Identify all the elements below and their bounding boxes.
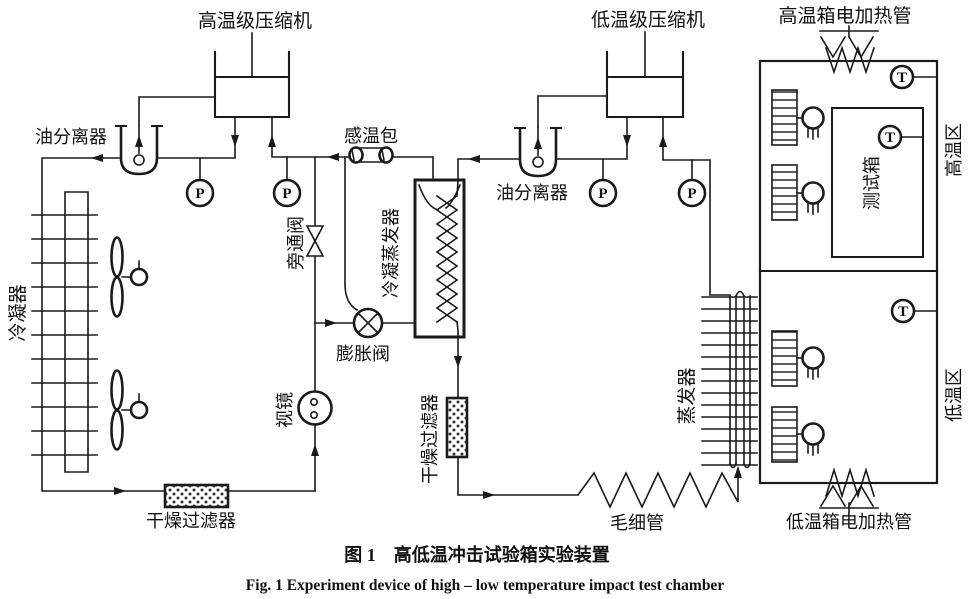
expansion-valve-symbol (352, 307, 384, 339)
flow-arrow (483, 491, 495, 499)
pipe-gauge-stems-ht (199, 156, 288, 181)
temp-sensor-1: T (889, 64, 938, 90)
evaporator-coil (701, 290, 758, 469)
flow-arrow (734, 466, 742, 478)
pipes-high-temp-circuit (41, 32, 434, 492)
flow-arrows (91, 135, 742, 499)
chamber-box (758, 59, 939, 485)
blower-icon (771, 330, 825, 387)
label-sensing-bulb: 感温包 (344, 126, 398, 146)
drying-filter-low-symbol (445, 396, 469, 459)
oil-separator-right-symbol (513, 126, 563, 178)
flow-arrow (135, 135, 143, 147)
pressure-gauge-letter: P (687, 186, 696, 202)
label-test-chamber: 测试箱 (862, 156, 882, 210)
oil-separator-left-symbol (114, 124, 164, 176)
pipe-ht-condenser-loop (41, 157, 166, 492)
label-evaporator: 蒸发器 (676, 367, 698, 424)
temp-sensor-letter: T (898, 304, 908, 320)
label-drying-filter-main: 干燥过滤器 (146, 511, 236, 531)
condenser-fan-icon (110, 236, 149, 318)
pipe-capillary-run (457, 456, 739, 509)
label-drying-filter-low: 干燥过滤器 (420, 394, 440, 484)
pressure-gauge-letter: P (282, 186, 291, 202)
label-cascade-evaporator: 冷凝蒸发器 (381, 208, 401, 298)
pressure-gauge-4: P (677, 178, 707, 208)
label-bypass-valve: 旁通阀 (286, 216, 306, 270)
label-low-temp-zone: 低温区 (944, 368, 964, 422)
temp-sensor-letter: T (885, 130, 895, 146)
label-condenser: 冷凝器 (7, 284, 29, 341)
flow-arrow (454, 356, 462, 368)
pipes-low-temp-circuit (457, 31, 739, 509)
ht-compressor (213, 50, 291, 119)
pressure-gauge-letter: P (195, 186, 204, 202)
temp-sensor-letter: T (897, 70, 907, 86)
pipe-ht-discharge-stub (156, 116, 236, 159)
temp-sensor-2: T (877, 124, 924, 150)
blower-icon (771, 406, 825, 463)
pressure-gauge-2: P (272, 178, 302, 208)
flow-arrow (468, 155, 480, 163)
label-ht-compressor: 高温级压缩机 (198, 10, 312, 32)
pipe-lt-discharge-stub (555, 116, 628, 160)
figure-caption-cn: 图 1 高低温冲击试验箱实验装置 (344, 544, 610, 565)
flow-arrow (231, 135, 239, 147)
drying-filter-main-symbol (163, 483, 230, 509)
lt-heater-symbol (819, 467, 879, 514)
flow-arrow (114, 487, 126, 495)
pressure-gauge-1: P (185, 178, 215, 208)
flow-arrow (268, 135, 276, 147)
condenser-fan-icon (110, 369, 149, 451)
label-sight-glass: 视镜 (275, 392, 295, 428)
sight-glass-symbol (297, 390, 333, 426)
figure-caption-en: Fig. 1 Experiment device of high – low t… (246, 577, 725, 594)
blower-icon (771, 89, 825, 146)
label-lt-heater: 低温箱电加热管 (786, 512, 912, 532)
label-oil-separator-left: 油分离器 (35, 127, 107, 147)
condenser-coil (31, 191, 98, 473)
blower-icon (771, 164, 825, 221)
lt-compressor (605, 50, 685, 119)
test-chamber-box (831, 107, 924, 258)
pipe-lt-discharge-line (457, 158, 521, 182)
bypass-valve-symbol (305, 225, 325, 257)
pressure-gauge-letter: P (598, 186, 607, 202)
label-oil-separator-right: 油分离器 (496, 183, 568, 203)
flow-arrow (534, 137, 542, 149)
label-ht-heater: 高温箱电加热管 (778, 5, 911, 27)
ht-heater-symbol (819, 25, 879, 75)
flow-arrow (623, 135, 631, 147)
flow-arrow (325, 319, 337, 327)
pipe-bulb-capillary (344, 156, 359, 312)
label-capillary-tube: 毛细管 (610, 513, 664, 533)
label-expansion-valve: 膨胀阀 (336, 344, 390, 364)
flow-arrow (311, 444, 319, 456)
label-lt-compressor: 低温级压缩机 (591, 9, 705, 31)
cascade-evaporator-symbol (413, 178, 466, 339)
label-high-temp-zone: 高温区 (944, 123, 964, 177)
temp-sensor-3: T (890, 298, 938, 324)
flow-arrow (659, 135, 667, 147)
flow-arrow (327, 153, 339, 161)
pipe-gauge-stems-lt (602, 158, 693, 181)
flow-arrow (91, 154, 103, 162)
pressure-gauge-3: P (588, 178, 618, 208)
sensing-bulb-symbol (348, 146, 394, 164)
